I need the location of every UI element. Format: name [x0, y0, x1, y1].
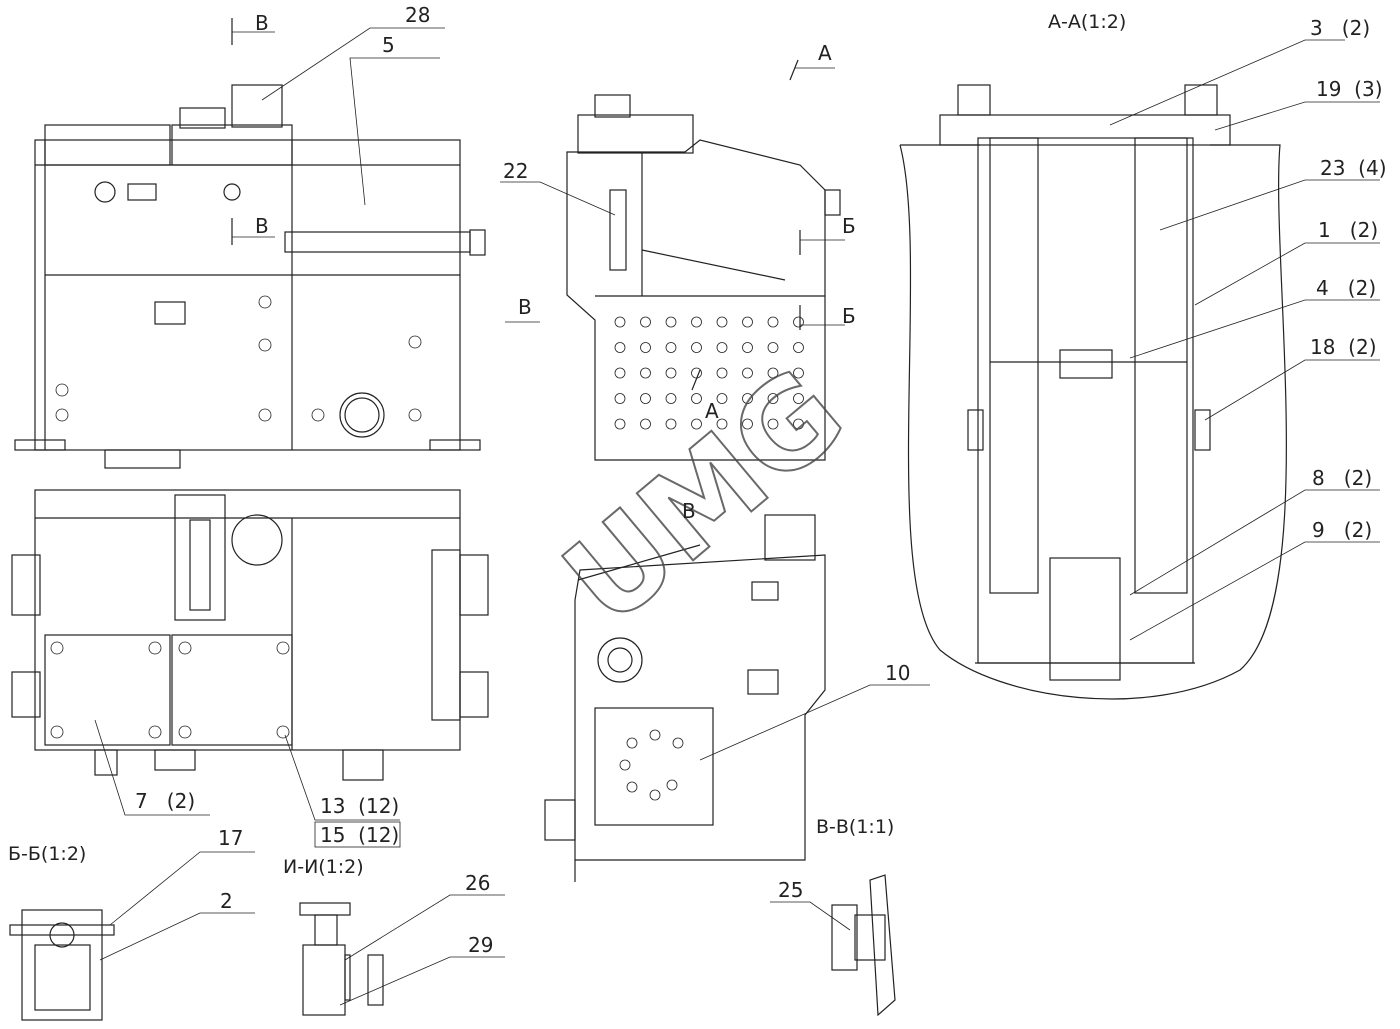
callouts: 28 5 22 10 3 (2) 19 (3) 23 (4) 1 (2) 4 (… [94, 3, 1387, 1006]
vent-hole [665, 342, 677, 353]
callout-4: 4 (2) [1316, 276, 1376, 300]
callout-5: 5 [382, 33, 395, 57]
rear-view [544, 514, 826, 882]
callout-13: 13 (12) [320, 794, 399, 818]
section-title-vv: В-В(1:1) [816, 816, 894, 838]
callout-8: 8 (2) [1312, 466, 1372, 490]
vent-hole [640, 367, 651, 379]
vent-hole [793, 418, 804, 430]
callout-7: 7 (2) [135, 789, 195, 813]
vent-hole [742, 393, 753, 404]
vent-hole [716, 418, 728, 430]
vent-hole [742, 418, 753, 430]
marker-b-1: Б [842, 214, 856, 238]
vent-hole [716, 393, 728, 404]
vent-hole [640, 316, 651, 328]
vent-hole [691, 367, 702, 379]
vent-hole [793, 367, 804, 379]
marker-b-2: Б [842, 304, 856, 328]
vent-hole [691, 393, 702, 404]
vent-hole [665, 316, 677, 328]
callout-15: 15 (12) [320, 823, 399, 847]
vent-hole [767, 393, 779, 404]
vent-hole [665, 418, 677, 430]
callout-1: 1 (2) [1318, 218, 1378, 242]
callout-3: 3 (2) [1310, 16, 1370, 40]
vent-hole [716, 367, 728, 379]
section-bb [9, 909, 115, 1021]
front-view [14, 84, 486, 469]
vent-hole [665, 393, 677, 404]
bolt-holes [55, 295, 422, 422]
callout-28: 28 [405, 3, 430, 27]
section-title-ii: И-И(1:2) [283, 856, 364, 878]
vent-hole [691, 316, 702, 328]
marker-v-top: В [255, 11, 269, 35]
callout-9: 9 (2) [1312, 518, 1372, 542]
marker-v-mid: В [255, 214, 269, 238]
vent-hole [614, 393, 626, 404]
callout-23: 23 (4) [1320, 156, 1387, 180]
watermark: UMG [539, 343, 870, 652]
callout-2: 2 [220, 889, 233, 913]
vent-hole [640, 393, 651, 404]
vent-hole [793, 316, 804, 328]
vent-hole [640, 342, 651, 353]
section-markers: В В В А Б Б А В [231, 11, 856, 523]
section-title-aa: А-А(1:2) [1048, 11, 1126, 33]
marker-a-top: А [818, 41, 832, 65]
vent-hole [742, 316, 753, 328]
callout-17: 17 [218, 826, 243, 850]
callout-25: 25 [778, 878, 803, 902]
vent-hole [742, 367, 753, 379]
vent-hole [614, 316, 626, 328]
vent-hole [665, 367, 677, 379]
vent-hole [793, 342, 804, 353]
marker-v-side: В [518, 295, 532, 319]
callout-29: 29 [468, 933, 493, 957]
section-ii [299, 902, 384, 1016]
vent-hole [742, 342, 753, 353]
vent-hole [793, 393, 804, 404]
vent-hole [716, 316, 728, 328]
section-aa [899, 84, 1287, 700]
vent-hole [767, 342, 779, 353]
section-title-bb: Б-Б(1:2) [8, 843, 86, 865]
callout-22: 22 [503, 159, 528, 183]
hole-grid [614, 316, 804, 430]
vent-hole [691, 418, 702, 430]
callout-18: 18 (2) [1310, 335, 1377, 359]
section-vv [831, 874, 896, 1017]
vent-hole [614, 367, 626, 379]
callout-26: 26 [465, 871, 490, 895]
vent-hole [614, 418, 626, 430]
vent-hole [640, 418, 651, 430]
vent-hole [767, 418, 779, 430]
marker-v-bottom: В [682, 499, 696, 523]
vent-hole [614, 342, 626, 353]
vent-hole [767, 316, 779, 328]
callout-10: 10 [885, 661, 910, 685]
callout-19: 19 (3) [1316, 77, 1383, 101]
marker-a-center: А [705, 399, 719, 423]
top-view [11, 489, 489, 781]
vent-hole [716, 342, 728, 353]
vent-hole [767, 367, 779, 379]
vent-hole [691, 342, 702, 353]
